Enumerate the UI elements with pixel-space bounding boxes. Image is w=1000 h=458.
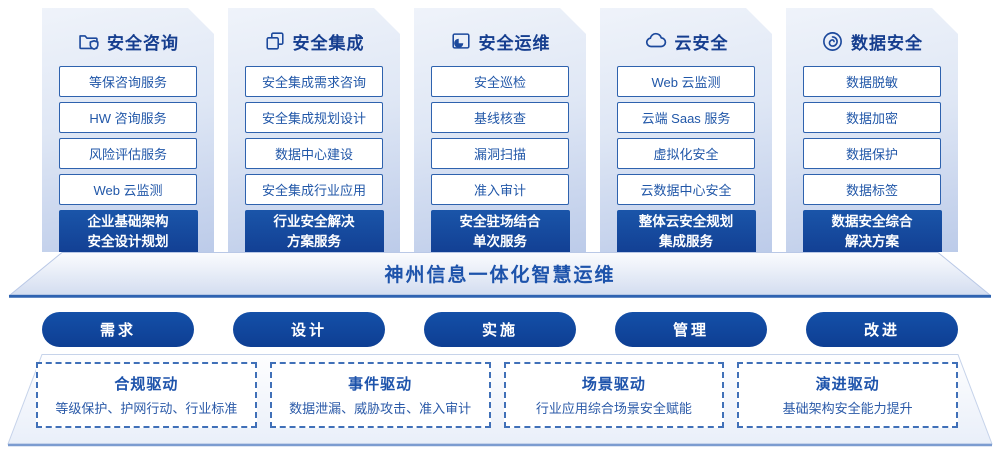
copy-documents-icon — [264, 30, 286, 52]
card-items: 数据脱敏 数据加密 数据保护 数据标签 — [786, 66, 958, 205]
service-item: 安全集成规划设计 — [245, 102, 383, 133]
service-item: 安全集成需求咨询 — [245, 66, 383, 97]
card-footer-highlight: 数据安全综合 解决方案 — [802, 210, 942, 252]
service-cards-row: 安全咨询 等保咨询服务 HW 咨询服务 风险评估服务 Web 云监测 企业基础架… — [0, 8, 1000, 252]
platform-banner: 神州信息一体化智慧运维 — [0, 252, 1000, 300]
card-header: 安全集成 — [228, 24, 400, 58]
service-item: Web 云监测 — [59, 174, 197, 205]
service-item: 数据加密 — [803, 102, 941, 133]
service-item: 基线核查 — [431, 102, 569, 133]
folder-pie-icon — [450, 30, 472, 52]
process-pills-row: 需求 设计 实施 管理 改进 — [0, 312, 1000, 347]
service-item: 云端 Saas 服务 — [617, 102, 755, 133]
service-item: 数据标签 — [803, 174, 941, 205]
banner-title: 神州信息一体化智慧运维 — [384, 265, 616, 286]
service-item: 准入审计 — [431, 174, 569, 205]
card-header: 安全运维 — [414, 24, 586, 58]
process-pill-implementation: 实施 — [424, 312, 576, 347]
service-item: Web 云监测 — [617, 66, 755, 97]
service-item: 等保咨询服务 — [59, 66, 197, 97]
service-item: 数据保护 — [803, 138, 941, 169]
driver-desc: 数据泄漏、威胁攻击、准入审计 — [289, 401, 472, 416]
card-footer-highlight: 整体云安全规划 集成服务 — [616, 210, 756, 252]
driver-desc: 行业应用综合场景安全赋能 — [535, 401, 692, 416]
folder-shield-icon — [77, 30, 100, 53]
driver-title: 场景驱动 — [581, 376, 646, 393]
card-header: 云安全 — [600, 24, 772, 58]
card-items: Web 云监测 云端 Saas 服务 虚拟化安全 云数据中心安全 — [600, 66, 772, 205]
driver-desc: 基础架构安全能力提升 — [782, 401, 913, 416]
driver-desc: 等级保护、护网行动、行业标准 — [55, 401, 238, 416]
driver-title: 演进驱动 — [815, 376, 880, 393]
card-security-operations: 安全运维 安全巡检 基线核查 漏洞扫描 准入审计 安全驻场结合 单次服务 — [414, 8, 586, 252]
process-pill-management: 管理 — [615, 312, 767, 347]
card-title: 安全集成 — [292, 33, 365, 53]
card-title: 数据安全 — [851, 33, 923, 53]
banner-trapezoid-shape — [8, 252, 992, 298]
driver-title: 事件驱动 — [348, 376, 413, 393]
card-footer-highlight: 企业基础架构 安全设计规划 — [58, 210, 198, 252]
service-item: 风险评估服务 — [59, 138, 197, 169]
service-item: HW 咨询服务 — [59, 102, 197, 133]
service-item: 安全集成行业应用 — [245, 174, 383, 205]
process-pill-demand: 需求 — [42, 312, 194, 347]
swirl-icon — [821, 30, 844, 53]
driver-title: 合规驱动 — [114, 376, 179, 393]
card-security-integration: 安全集成 安全集成需求咨询 安全集成规划设计 数据中心建设 安全集成行业应用 行… — [228, 8, 400, 252]
card-title: 安全咨询 — [107, 33, 179, 53]
service-item: 数据中心建设 — [245, 138, 383, 169]
driver-box-compliance: 合规驱动 等级保护、护网行动、行业标准 — [36, 362, 257, 428]
driver-box-evolution: 演进驱动 基础架构安全能力提升 — [737, 362, 958, 428]
card-items: 安全集成需求咨询 安全集成规划设计 数据中心建设 安全集成行业应用 — [228, 66, 400, 205]
card-items: 等保咨询服务 HW 咨询服务 风险评估服务 Web 云监测 — [42, 66, 214, 205]
driver-box-incident: 事件驱动 数据泄漏、威胁攻击、准入审计 — [269, 362, 491, 428]
cloud-icon — [644, 29, 668, 53]
card-title: 云安全 — [674, 33, 729, 53]
card-header: 数据安全 — [786, 24, 958, 58]
service-item: 漏洞扫描 — [431, 138, 569, 169]
service-item: 云数据中心安全 — [617, 174, 755, 205]
driver-box-scenario: 场景驱动 行业应用综合场景安全赋能 — [503, 362, 725, 428]
card-items: 安全巡检 基线核查 漏洞扫描 准入审计 — [414, 66, 586, 205]
process-pill-design: 设计 — [233, 312, 385, 347]
service-item: 数据脱敏 — [803, 66, 941, 97]
card-title: 安全运维 — [478, 33, 551, 53]
drivers-section: 合规驱动 等级保护、护网行动、行业标准 事件驱动 数据泄漏、威胁攻击、准入审计 … — [0, 354, 1000, 448]
card-header: 安全咨询 — [42, 24, 214, 58]
process-pill-improvement: 改进 — [806, 312, 958, 347]
driver-boxes-row: 合规驱动 等级保护、护网行动、行业标准 事件驱动 数据泄漏、威胁攻击、准入审计 … — [36, 362, 958, 428]
service-item: 虚拟化安全 — [617, 138, 755, 169]
card-security-consulting: 安全咨询 等保咨询服务 HW 咨询服务 风险评估服务 Web 云监测 企业基础架… — [42, 8, 214, 252]
card-cloud-security: 云安全 Web 云监测 云端 Saas 服务 虚拟化安全 云数据中心安全 整体云… — [600, 8, 772, 252]
card-data-security: 数据安全 数据脱敏 数据加密 数据保护 数据标签 数据安全综合 解决方案 — [786, 8, 958, 252]
service-item: 安全巡检 — [431, 66, 569, 97]
card-footer-highlight: 安全驻场结合 单次服务 — [430, 210, 570, 252]
card-footer-highlight: 行业安全解决 方案服务 — [244, 210, 384, 252]
